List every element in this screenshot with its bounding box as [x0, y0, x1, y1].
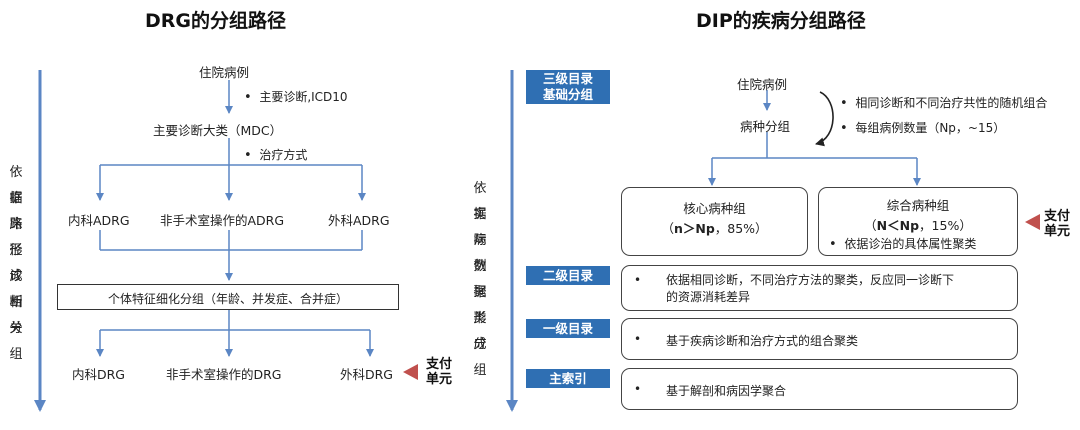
- dip-core-title: 核心病种组: [683, 201, 746, 216]
- dip-side-char: 病例: [473, 233, 487, 274]
- dip-core-group-box: 核心病种组 （n＞Np，85%）: [621, 187, 808, 256]
- dip-level1-label: 一级目录: [526, 319, 610, 338]
- dip-main-index-text: 基于解剖和病因学聚合: [666, 384, 787, 398]
- dip-side-char: 实际: [473, 207, 487, 248]
- dip-comp-detail: （N＜Np，15%）: [864, 218, 972, 233]
- dip-comp-title: 综合病种组: [886, 198, 950, 213]
- drg-bullet-diagnosis: • 主要诊断,ICD10: [244, 90, 348, 105]
- dip-core-detail: （n＞Np，85%）: [661, 221, 768, 236]
- dip-main-index-bullet: •: [634, 382, 642, 396]
- dip-side-char: 分组: [473, 337, 487, 378]
- dip-side-char: 形成: [473, 311, 487, 352]
- drg-adrg-nonsurgical: 非手术室操作的ADRG: [160, 213, 285, 228]
- dip-comp-bullet: • 依据诊治的具体属性聚类: [829, 237, 977, 252]
- drg-adrg-surgical: 外科ADRG: [328, 213, 390, 228]
- drg-title: DRG的分组路径: [145, 10, 286, 32]
- dip-level2-label: 二级目录: [526, 266, 610, 285]
- drg-final-internal: 内科DRG: [72, 367, 125, 382]
- drg-start-node: 住院病例: [199, 65, 250, 80]
- drg-mdc-node: 主要诊断大类（MDC）: [153, 123, 283, 138]
- drg-final-nonsurgical: 非手术室操作的DRG: [166, 367, 282, 382]
- dip-level1-bullet: •: [634, 332, 642, 346]
- dip-comprehensive-group-box: 综合病种组 （N＜Np，15%） • 依据诊治的具体属性聚类: [818, 187, 1018, 256]
- drg-side-char: 诊断: [9, 269, 23, 310]
- dip-bullet-combination: • 相同诊断和不同治疗共性的随机组合: [840, 96, 1048, 111]
- drg-final-surgical: 外科DRG: [340, 367, 393, 382]
- drg-bullet-treatment: • 治疗方式: [244, 148, 308, 163]
- drg-side-char: 依据: [9, 165, 23, 206]
- dip-level1-text: 基于疾病诊断和治疗方式的组合聚类: [666, 334, 859, 348]
- dip-main-index-label: 主索引: [526, 369, 610, 388]
- dip-level2-box: • 依据相同诊断，不同治疗方法的聚类，反应同一诊断下的资源消耗差异: [621, 265, 1018, 311]
- dip-pay-unit: 支付单元: [1044, 209, 1071, 239]
- dip-side-char: 数据: [473, 259, 487, 300]
- drg-pay-triangle: [403, 364, 418, 380]
- dip-start-node: 住院病例: [737, 77, 788, 92]
- dip-level3-label: 三级目录基础分组: [526, 70, 610, 104]
- drg-side-char: 形成: [9, 243, 23, 284]
- drg-refine-label: 个体特征细化分组（年龄、并发症、合并症）: [107, 292, 348, 306]
- dip-side-char: 依据: [473, 181, 487, 222]
- dip-cycle-arrow: [815, 91, 834, 147]
- dip-main-index-box: • 基于解剖和病因学聚合: [621, 368, 1018, 410]
- drg-refine-box: 个体特征细化分组（年龄、并发症、合并症）: [57, 284, 399, 310]
- dip-level2-bullet: •: [634, 273, 642, 287]
- dip-side-char: 聚类: [473, 285, 487, 326]
- drg-pay-unit: 支付单元: [426, 357, 453, 387]
- dip-level2-text: 依据相同诊断，不同治疗方法的聚类，反应同一诊断下的资源消耗差异: [666, 273, 955, 304]
- dip-title: DIP的疾病分组路径: [696, 10, 866, 32]
- dip-disease-group-node: 病种分组: [740, 119, 791, 134]
- drg-side-char: 临床: [9, 191, 23, 232]
- dip-level1-box: • 基于疾病诊断和治疗方式的组合聚类: [621, 318, 1018, 360]
- drg-side-char: 分组: [9, 321, 23, 362]
- drg-adrg-internal: 内科ADRG: [68, 213, 130, 228]
- drg-side-char: 路径: [9, 217, 23, 258]
- dip-bullet-case-count: • 每组病例数量（Np，~15）: [840, 121, 1006, 136]
- dip-pay-triangle: [1025, 214, 1040, 230]
- drg-side-char: 相关: [9, 295, 23, 336]
